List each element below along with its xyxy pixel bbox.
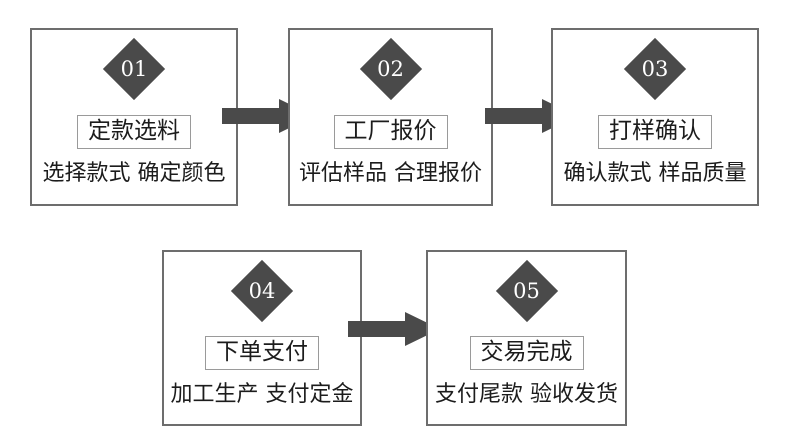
step-card-01[interactable]: 01 定款选料 选择款式 确定颜色 — [30, 28, 238, 206]
step-title-05: 交易完成 — [469, 336, 584, 371]
arrow-right-icon — [348, 312, 440, 346]
step-number-04: 04 — [248, 279, 276, 303]
step-badge-02: 02 — [359, 37, 422, 101]
step-caption-03: 确认款式 样品质量 — [563, 161, 747, 186]
step-card-05[interactable]: 05 交易完成 支付尾款 验收发货 — [426, 250, 627, 426]
step-caption-01: 选择款式 确定颜色 — [42, 161, 226, 186]
step-badge-03: 03 — [623, 37, 687, 101]
step-card-04[interactable]: 04 下单支付 加工生产 支付定金 — [162, 250, 362, 426]
step-number-05: 05 — [513, 279, 540, 303]
arrow-04-to-05 — [348, 312, 440, 346]
step-badge-01: 01 — [102, 37, 166, 101]
step-number-01: 01 — [120, 57, 148, 81]
step-card-02[interactable]: 02 工厂报价 评估样品 合理报价 — [288, 28, 493, 206]
step-badge-04: 04 — [230, 259, 294, 323]
step-caption-04: 加工生产 支付定金 — [170, 382, 354, 407]
step-card-03[interactable]: 03 打样确认 确认款式 样品质量 — [551, 28, 759, 206]
step-number-03: 03 — [641, 57, 669, 81]
step-title-01: 定款选料 — [77, 115, 191, 150]
step-title-03: 打样确认 — [598, 115, 712, 150]
step-title-04: 下单支付 — [205, 336, 319, 371]
step-caption-05: 支付尾款 验收发货 — [435, 382, 618, 407]
step-badge-05: 05 — [495, 259, 558, 323]
step-number-02: 02 — [377, 57, 404, 81]
step-title-02: 工厂报价 — [333, 115, 448, 150]
step-caption-02: 评估样品 合理报价 — [299, 161, 482, 186]
